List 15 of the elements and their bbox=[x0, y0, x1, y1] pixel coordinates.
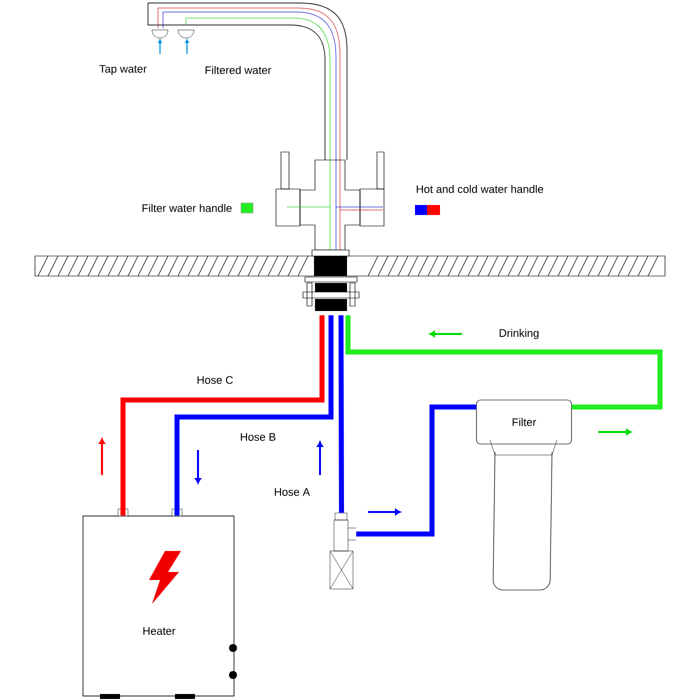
legend-text: Filter water handle bbox=[142, 204, 232, 212]
edge-label: Hose C bbox=[196, 375, 234, 385]
filter-drawing: Filter bbox=[476, 400, 572, 590]
hose bbox=[338, 315, 344, 513]
heater-box: Heater bbox=[82, 508, 237, 699]
hose bbox=[356, 404, 476, 536]
hose bbox=[120, 315, 324, 516]
hose bbox=[346, 315, 663, 410]
legend-text: Hot and cold water handle bbox=[416, 184, 544, 194]
edge-label: Hose B bbox=[238, 432, 278, 442]
edge-label: Drinking bbox=[498, 328, 540, 340]
edge-label: Hose A bbox=[272, 487, 312, 497]
hose bbox=[174, 315, 334, 516]
label-text: Filtered water bbox=[206, 66, 272, 74]
valve-drawing bbox=[330, 512, 356, 590]
